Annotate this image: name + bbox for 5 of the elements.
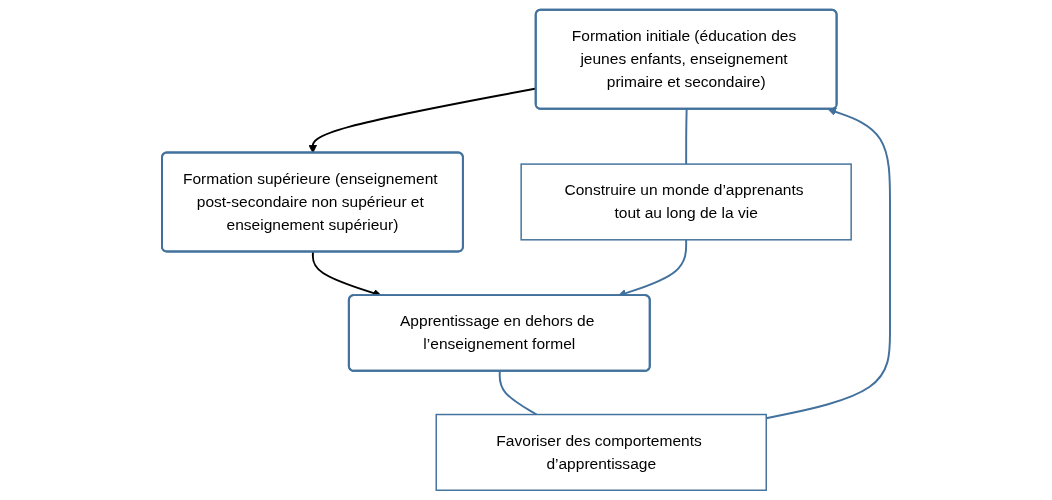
arrow — [765, 107, 891, 420]
connector — [498, 370, 538, 416]
node-box: Construire un monde d’apprenants tout au long de la vie — [520, 163, 852, 241]
node-box: Favoriser des comportements d’apprentissage — [435, 413, 767, 491]
connector — [685, 108, 688, 166]
